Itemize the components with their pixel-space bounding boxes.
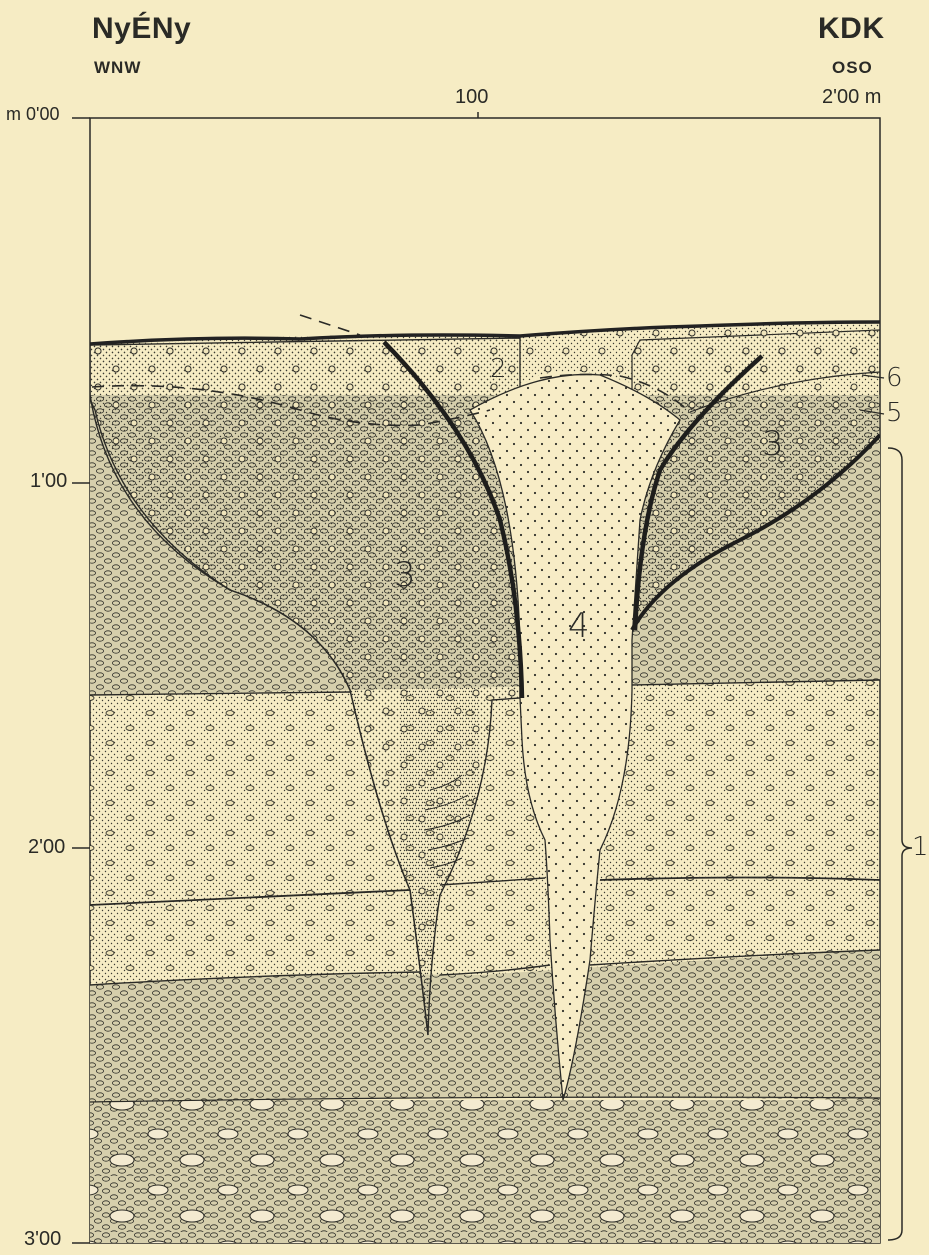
- label-fill-3-left: 3: [394, 555, 416, 595]
- left-direction-label: NyÉNy: [92, 12, 191, 46]
- label-bracket-1: 1: [912, 832, 929, 862]
- cobble-layer: [90, 1100, 880, 1243]
- right-direction-sublabel: OSO: [832, 58, 873, 78]
- axis-origin-label: m 0'00: [6, 104, 59, 125]
- axis-y-300-label: 3'00: [24, 1228, 61, 1251]
- axis-top-200-label: 2'00 m: [822, 86, 881, 109]
- right-direction-label: KDK: [818, 12, 885, 46]
- left-direction-sublabel: WNW: [94, 58, 141, 78]
- label-wedge-4: 4: [568, 606, 590, 646]
- label-layer-6: 6: [886, 363, 903, 393]
- label-layer-2: 2: [490, 354, 507, 384]
- axis-y-100-label: 1'00: [30, 470, 67, 493]
- axis-top-100-label: 100: [455, 86, 488, 109]
- bracket-1: [888, 448, 912, 1240]
- label-layer-5: 5: [886, 398, 903, 428]
- label-fill-3-right: 3: [762, 424, 784, 464]
- axis-y-200-label: 2'00: [28, 836, 65, 859]
